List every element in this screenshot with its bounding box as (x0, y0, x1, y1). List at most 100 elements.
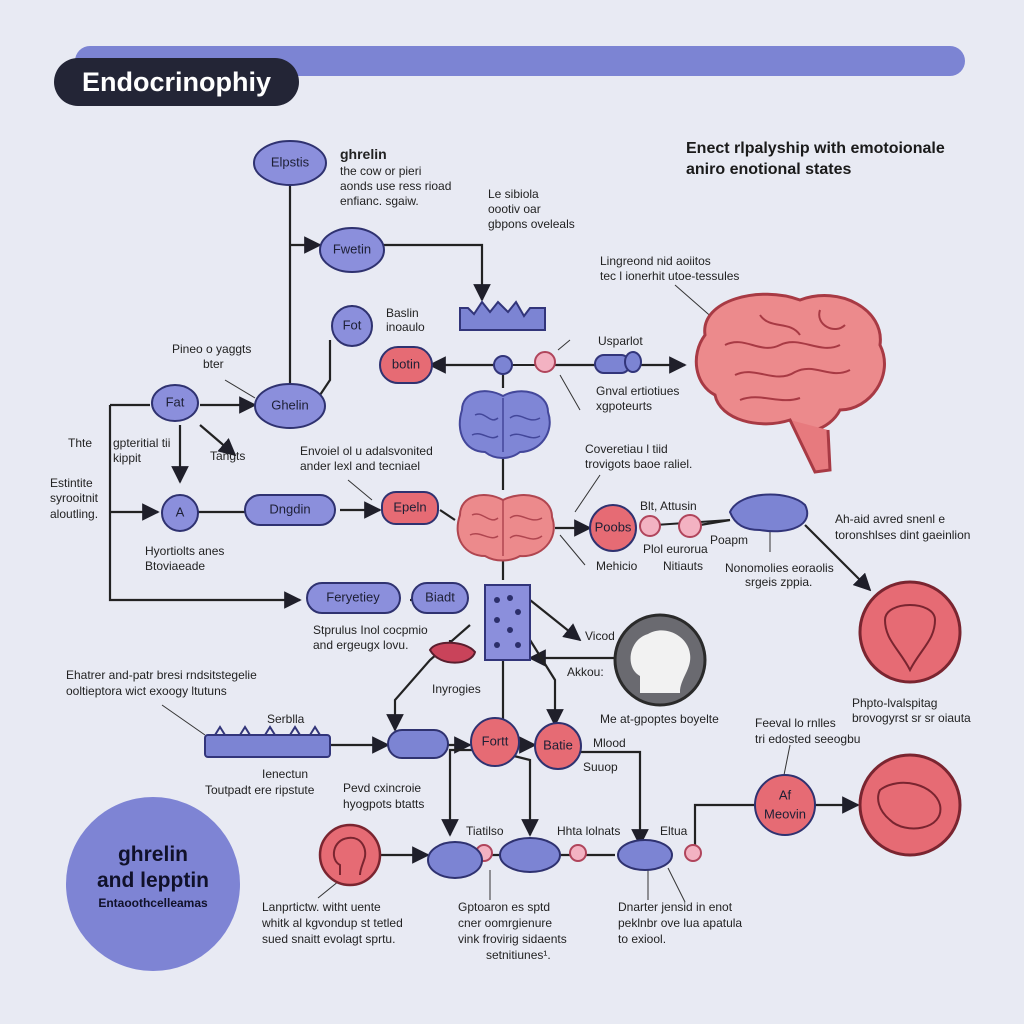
node-poobs[interactable]: Poobs (589, 504, 637, 552)
label-lingreond-1: Lingreond nid aoiitos (600, 254, 711, 268)
label-usparlot: Usparlot (598, 334, 643, 348)
node-capsule-left[interactable] (387, 729, 449, 759)
label-ehatrer-1: Ehatrer and-patr bresi rndsitstegelie (66, 668, 257, 682)
node-fot[interactable]: Fot (331, 305, 373, 347)
label-hhta: Hhta lolnats (557, 824, 620, 838)
section-heading-line1: Enect rlpalyship with emotoionale (686, 140, 945, 157)
node-fwetin[interactable]: Fwetin (319, 227, 385, 273)
node-bottom-1[interactable] (427, 841, 483, 879)
label-dnarer-1: Dnarter jensid in enot (618, 900, 733, 914)
node-ghelin-label: Ghelin (271, 397, 309, 412)
node-batie[interactable]: Batie (534, 722, 582, 770)
label-inyrog: Inyrogies (432, 682, 481, 696)
label-nonomo-1: Nonomolies eoraolis (725, 561, 834, 575)
label-mood: Mlood (593, 736, 626, 750)
node-fat-label: Fat (166, 394, 185, 409)
brain-large-icon (694, 292, 886, 474)
label-hyortl-1: Hyortiolts anes (145, 544, 224, 558)
label-feeval-1: Feeval lo rnlles (755, 716, 836, 730)
label-dnarer-3: to exiool. (618, 932, 666, 946)
label-envoiel-1: Envoiel ol u adalsvonited (300, 444, 433, 458)
head-silhouette-icon (613, 613, 707, 707)
node-biadt-label: Biadt (425, 589, 455, 604)
node-fot-label: Fot (343, 317, 362, 332)
label-dnarer-2: peklnbr ove lua apatula (618, 916, 742, 930)
label-lanprt-3: sued snaitt evolagt sprtu. (262, 932, 395, 946)
label-coveretial-2: trovigots baoe raliel. (585, 457, 692, 471)
badge-line1: ghrelin (117, 843, 188, 866)
node-bottom-2[interactable] (499, 837, 561, 873)
label-lestibla-1: Le sibiola (488, 187, 539, 201)
label-basilin-2: inoaulo (386, 320, 425, 334)
label-ghrelin-d1: the cow or pieri (340, 164, 421, 178)
label-phpto-1: Phpto-lvalspitag (852, 696, 937, 710)
node-a[interactable]: A (161, 494, 199, 532)
label-tangts: Tangts (210, 449, 245, 463)
label-envoiel-2: ander lexl and tecniael (300, 459, 420, 473)
node-biadt[interactable]: Biadt (411, 582, 469, 614)
label-gptoo-4: setnitiunes¹. (486, 948, 551, 962)
membrane-strip-icon (204, 725, 331, 758)
node-elpstis[interactable]: Elpstis (253, 140, 327, 186)
label-estintte-3: aloutling. (50, 507, 98, 521)
node-botin[interactable]: botin (379, 346, 433, 384)
label-pineo-2: bter (203, 357, 224, 371)
node-elpstis-label: Elpstis (271, 154, 310, 169)
node-ghelin[interactable]: Ghelin (254, 383, 326, 429)
label-gnval-1: Gnval ertiotiues (596, 384, 679, 398)
label-basilin-1: Baslin (386, 306, 419, 320)
label-gptoo-3: vink frovirig sidaents (458, 932, 567, 946)
node-meovin-top-label: Af (779, 787, 792, 802)
label-plol-1: Plol eurorua (643, 542, 708, 556)
badge-line3: Entaoothcelleamas (98, 896, 208, 910)
label-suuop: Suuop (583, 760, 618, 774)
node-feryetiey-label: Feryetiey (326, 589, 380, 604)
label-lestibla-3: gbpons oveleals (488, 217, 575, 231)
node-fortt-label: Fortt (482, 733, 509, 748)
node-fortt[interactable]: Fortt (470, 717, 520, 767)
label-meat-ep: Me at-gpoptes boyelte (600, 712, 719, 726)
brain-blue-icon (458, 390, 551, 459)
page-title: Endocrinophiy (54, 58, 299, 106)
molecule-chain-mid (639, 493, 809, 538)
node-bottom-3[interactable] (617, 839, 673, 871)
node-fat[interactable]: Fat (151, 384, 199, 422)
label-vicod: Vicod (585, 629, 615, 643)
node-epeln-label: Epeln (393, 499, 426, 514)
section-heading-line2: aniro enotional states (686, 161, 851, 178)
node-epeln[interactable]: Epeln (381, 491, 439, 525)
node-botin-label: botin (392, 356, 420, 371)
label-feeval-2: tri edosted seeogbu (755, 732, 860, 746)
node-dngdin[interactable]: Dngdin (244, 494, 336, 526)
label-ghrelin-d2: aonds use ress rioad (340, 179, 451, 193)
label-ther-3: kippit (113, 451, 142, 465)
label-gptoo-2: cner oomrgienure (458, 916, 552, 930)
label-pevd-1: Pevd cxincroie (343, 781, 421, 795)
node-meovin[interactable]: Af Meovin (754, 774, 816, 836)
node-fwetin-label: Fwetin (333, 241, 371, 256)
label-stprus-1: Stprulus Inol cocpmio (313, 623, 428, 637)
node-dngdin-label: Dngdin (269, 501, 310, 516)
badge-line2: and lepptin (97, 869, 209, 892)
stomach-icon (428, 641, 477, 664)
receptor-top-icon (459, 300, 546, 331)
label-coveretial-1: Coveretiau l tiid (585, 442, 668, 456)
stomach-circle-icon (858, 753, 962, 857)
label-bit-attusin: Blt, Attusin (640, 499, 697, 513)
label-eltua: Eltua (660, 824, 688, 838)
molecule-chain-top (493, 351, 642, 375)
label-ther-2: gpteritial tii (113, 436, 170, 450)
label-estintte-2: syrooitnit (50, 491, 99, 505)
node-feryetiey[interactable]: Feryetiey (306, 582, 401, 614)
label-gptoo-1: Gptoaron es sptd (458, 900, 550, 914)
label-stprus-2: and ergeugx lovu. (313, 638, 408, 652)
label-gnval-2: xgpoteurts (596, 399, 652, 413)
label-ghrelin-d3: enfianc. sgaiw. (340, 194, 419, 208)
label-nonomo-2: srgeis zppia. (745, 575, 812, 589)
label-poapm: Poapm (710, 533, 748, 547)
person-head-icon (318, 823, 382, 887)
organ-circle-icon (858, 580, 962, 684)
label-ghrelin: ghrelin (340, 146, 387, 162)
label-toutpad: Toutpadt ere ripstute (205, 783, 315, 797)
